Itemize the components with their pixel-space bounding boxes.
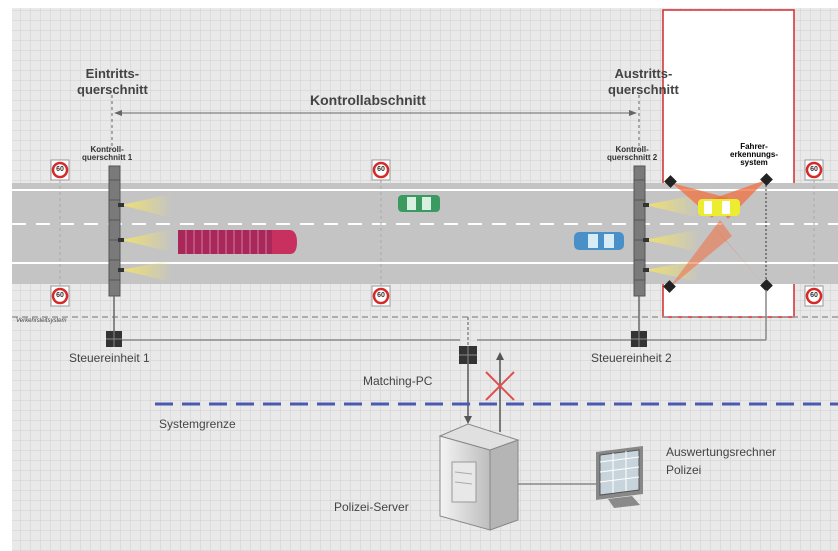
checkpoint-1-label: Kontroll- querschnitt 1: [82, 146, 132, 162]
speed-sign-top-1: [50, 159, 70, 181]
control-unit-2-label: Steuereinheit 2: [591, 351, 672, 365]
control-unit-1-box: [106, 331, 122, 347]
driver-recognition-line-3: system: [740, 158, 768, 167]
control-unit-1-label: Steuereinheit 1: [69, 351, 150, 365]
exit-section-line-1: Austritts-: [614, 66, 673, 81]
checkpoint-2-line-2: querschnitt 2: [607, 153, 658, 162]
grid-border-left: [0, 0, 12, 551]
driver-recognition-line-1: Fahrer-: [740, 142, 768, 151]
gantry-1: [108, 165, 121, 297]
speed-sign-bottom-2: [371, 285, 391, 307]
checkpoint-2-line-1: Kontroll-: [615, 145, 649, 154]
speed-sign-value-1: 60: [56, 166, 64, 173]
checkpoint-1-line-1: Kontroll-: [90, 145, 124, 154]
gantry-2: [633, 165, 646, 297]
entry-section-line-1: Eintritts-: [85, 66, 140, 81]
camera-beam-1a: [121, 194, 172, 218]
exit-section-line-2: querschnitt: [608, 82, 679, 97]
control-section-label: Kontrollabschnitt: [310, 92, 426, 108]
truck: [178, 230, 297, 254]
speed-sign-value-5: 60: [377, 292, 385, 299]
entry-section-line-2: querschnitt: [77, 82, 148, 97]
driver-beam-3: [669, 220, 732, 288]
evaluation-computer-line-1: Auswertungsrechner: [666, 445, 777, 459]
control-unit-2-box: [631, 331, 647, 347]
speed-sign-value-3: 60: [810, 166, 818, 173]
speed-sign-value-2: 60: [377, 166, 385, 173]
camera-beam-2a: [645, 194, 700, 218]
evaluation-computer: [596, 446, 643, 508]
police-server: [438, 423, 520, 531]
car-green: [398, 195, 440, 212]
evaluation-computer-line-2: Polizei: [666, 463, 702, 477]
entry-section-label: Eintritts- querschnitt: [77, 66, 148, 98]
speed-sign-top-3: [804, 159, 824, 181]
driver-recognition-line-2: erkennungs-: [730, 150, 779, 159]
speed-sign-bottom-3: [804, 285, 824, 307]
car-yellow: [698, 199, 740, 216]
grid-border-top: [0, 0, 838, 8]
driver-recognition-label: Fahrer- erkennungs- system: [730, 143, 778, 167]
matching-pc-box: [459, 346, 477, 364]
camera-beam-2b: [645, 229, 700, 252]
arrowhead-right: [629, 110, 637, 116]
speed-sign-top-4: [652, 160, 670, 180]
system-boundary-label: Systemgrenze: [159, 417, 236, 431]
exit-section-label: Austritts- querschnitt: [608, 66, 679, 98]
blocked-cross: [485, 371, 515, 401]
checkpoint-1-line-2: querschnitt 1: [82, 153, 133, 162]
speed-sign-value-4: 60: [56, 292, 64, 299]
camera-beam-1c: [121, 260, 172, 282]
speed-sign-value-6: 60: [810, 292, 818, 299]
matching-pc-label: Matching-PC: [363, 374, 433, 388]
car-blue: [574, 232, 624, 250]
police-server-label: Polizei-Server: [334, 500, 409, 514]
arrowhead-left: [114, 110, 122, 116]
speed-sign-bottom-1: [50, 285, 70, 307]
speed-sign-top-2: [371, 159, 391, 181]
evaluation-computer-label: Auswertungsrechner Polizei: [666, 443, 776, 479]
driver-beam-4: [712, 225, 766, 287]
traffic-system-label: Verkehrsleitsystem: [16, 318, 67, 324]
checkpoint-2-label: Kontroll- querschnitt 2: [607, 146, 657, 162]
camera-beam-1b: [121, 229, 172, 252]
